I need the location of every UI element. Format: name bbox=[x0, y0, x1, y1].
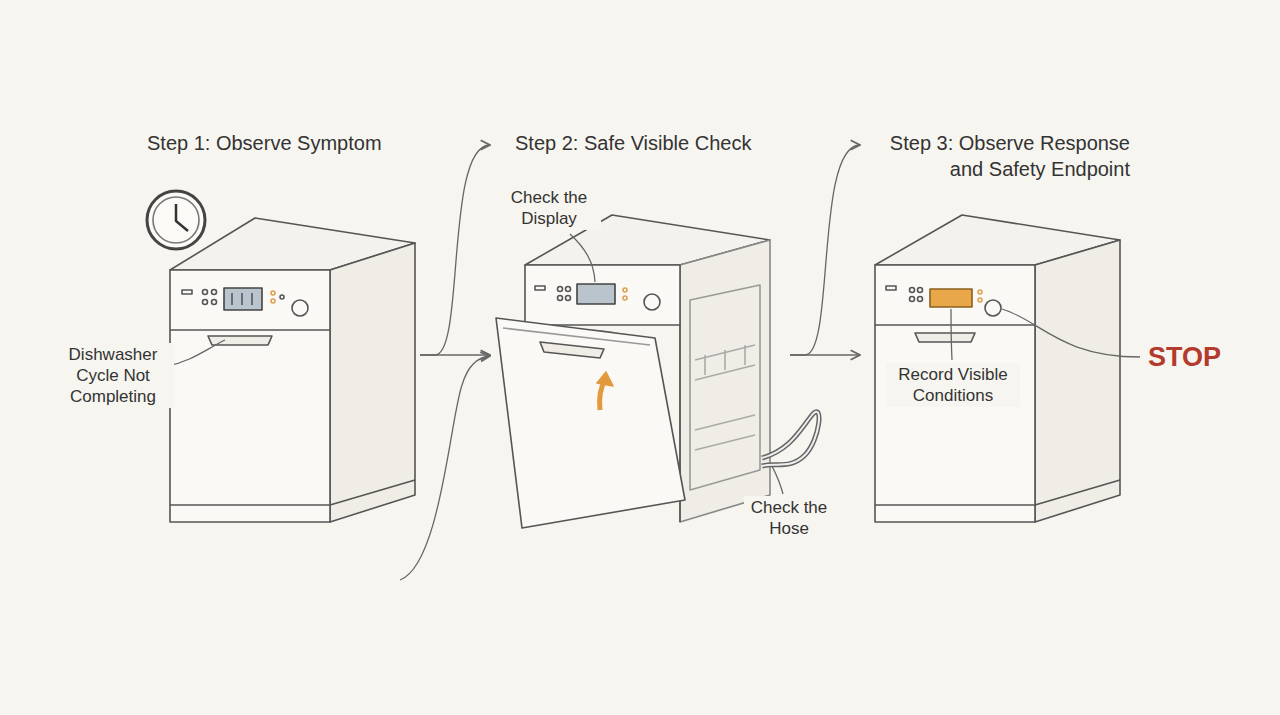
flow-arrow bbox=[400, 356, 490, 580]
step-heading: Step 1: Observe Symptom bbox=[140, 130, 417, 156]
leader-line bbox=[951, 309, 952, 360]
leader-line bbox=[772, 466, 783, 494]
step-heading: Step 2: Safe Visible Check bbox=[490, 130, 790, 156]
dishwasher-2 bbox=[496, 215, 819, 528]
step-heading: Step 3: Observe Response and Safety Endp… bbox=[865, 130, 1130, 182]
dishwasher-1 bbox=[170, 218, 415, 522]
callout-label: Check the Display bbox=[497, 186, 601, 230]
leader-line bbox=[1002, 309, 1140, 357]
step-panel: Step 1: Observe Symptom bbox=[140, 130, 420, 525]
leader-line bbox=[167, 340, 225, 366]
clock-icon bbox=[147, 191, 205, 249]
flow-arrow bbox=[790, 145, 860, 355]
leader-line bbox=[570, 234, 595, 282]
stop-label: STOP bbox=[1146, 341, 1240, 373]
dishwasher-3 bbox=[875, 215, 1120, 522]
flow-arrow bbox=[420, 145, 490, 355]
callout-label: Record Visible Conditions bbox=[886, 363, 1020, 407]
callout-label: Check the Hose bbox=[744, 496, 834, 540]
step-panel: Step 3: Observe Response and Safety Endp… bbox=[860, 130, 1130, 525]
callout-label: Dishwasher Cycle Not Completing bbox=[52, 343, 174, 408]
